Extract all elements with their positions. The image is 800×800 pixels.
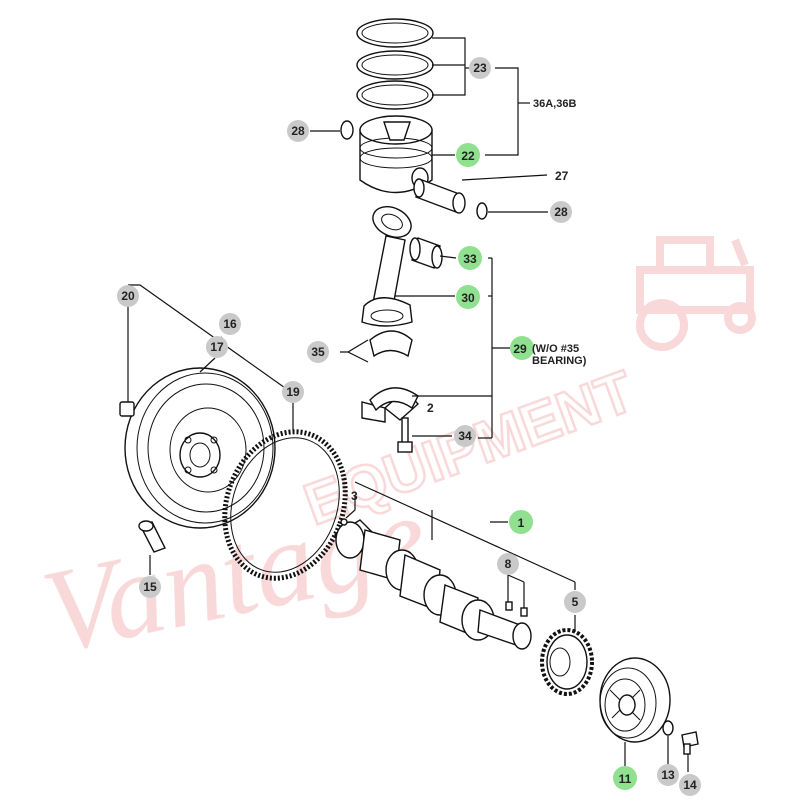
dowel-pin <box>119 401 135 417</box>
crank-pulley <box>599 657 671 743</box>
callout-17: 17 <box>210 340 224 354</box>
callout-30: 30 <box>461 291 475 305</box>
crank-gear <box>540 628 594 696</box>
crankshaft <box>333 518 532 650</box>
pulley-washer <box>662 720 674 736</box>
key-2 <box>520 607 528 617</box>
callout-34: 34 <box>458 429 472 443</box>
piston-rings <box>356 18 434 110</box>
callout-33: 33 <box>463 252 477 266</box>
callout-29: 29 <box>513 342 527 356</box>
snap-ring-lower <box>476 202 488 220</box>
rod-bolt <box>397 417 413 453</box>
callout-2: 2 <box>427 401 434 415</box>
callout-15: 15 <box>143 580 157 594</box>
small-end-bushing <box>409 237 443 269</box>
callout-36a-36b: 36A,36B <box>533 98 576 110</box>
callout-23: 23 <box>473 61 487 75</box>
callout-28-upper: 28 <box>291 124 305 138</box>
rod-bearing-upper <box>369 330 413 358</box>
callout-16: 16 <box>223 317 237 331</box>
callout-20: 20 <box>121 289 135 303</box>
callout-14: 14 <box>683 778 697 792</box>
callout-3: 3 <box>351 489 358 503</box>
pulley-bolt <box>681 731 699 755</box>
callout-5: 5 <box>572 595 579 609</box>
callout-13: 13 <box>661 768 675 782</box>
ring-gear <box>222 429 348 581</box>
callout-1: 1 <box>518 516 525 530</box>
callout-28-lower: 28 <box>554 205 568 219</box>
tractor-logo-icon <box>636 236 756 351</box>
callout-19: 19 <box>286 385 300 399</box>
watermark-subtext: EQUIPMENT <box>296 359 642 538</box>
snap-ring-upper <box>340 120 354 140</box>
callout-11: 11 <box>619 772 632 786</box>
callout-22: 22 <box>461 149 475 163</box>
callouts: 23 36A,36B 28 22 27 28 33 30 29 (W/O #35… <box>117 57 701 796</box>
piston-pin <box>413 178 466 214</box>
callout-35: 35 <box>311 345 325 359</box>
flywheel-bolt <box>138 520 166 553</box>
callout-8: 8 <box>505 557 512 571</box>
flywheel <box>124 367 276 529</box>
bearing-note-line2: BEARING) <box>532 355 587 367</box>
key-1 <box>505 601 513 611</box>
bearing-note-line1: (W/O #35 <box>532 343 579 355</box>
connecting-rod <box>361 206 413 327</box>
rod-cap <box>361 387 419 423</box>
callout-27: 27 <box>555 169 569 183</box>
leader-lines <box>127 37 689 772</box>
